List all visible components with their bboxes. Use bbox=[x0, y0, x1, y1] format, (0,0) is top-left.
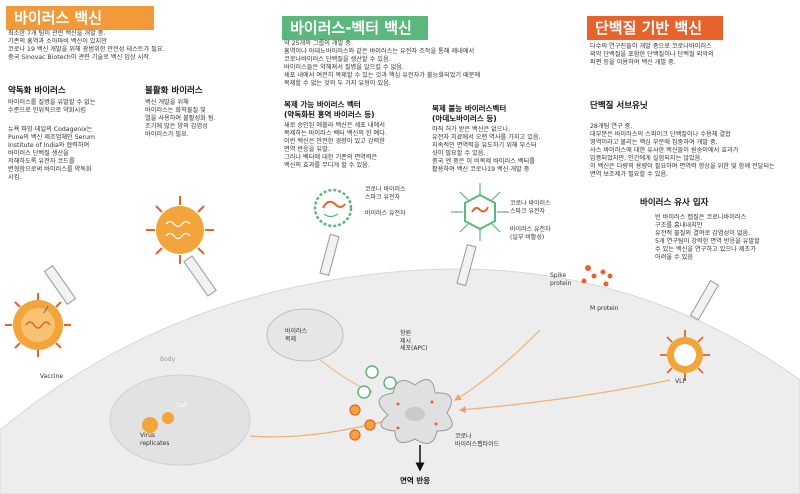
label-virus-replication: 바이러스 복제 bbox=[285, 328, 308, 343]
vector-intro: 약 25개의 그룹이 개발 중. 홍역이나 아데노바이러스와 같은 바이러스는 … bbox=[284, 40, 481, 87]
nonreplicating-desc: 아직 허가 받은 백신은 없으나, 유전자 치료에서 오랜 역사를 가지고 있음… bbox=[432, 126, 541, 173]
subunit-desc: 28개팀 연구 중. 대부분은 바이러스의 스파이크 단백질이나 수용체 결합 … bbox=[590, 123, 775, 178]
vlp-title: 바이러스 유사 입자 bbox=[640, 198, 709, 208]
header-protein-vaccine: 단백질 기반 백신 bbox=[587, 16, 723, 40]
label-spike-gene-2: 코로나 바이러스 스파크 유전자 bbox=[510, 200, 551, 215]
subunit-title: 단백질 서브유닛 bbox=[590, 101, 648, 111]
header-virus-vaccine: 바이러스 백신 bbox=[6, 6, 154, 30]
label-immune-response: 면역 반응 bbox=[400, 476, 431, 485]
label-virus-replicates: Virus replicates bbox=[140, 432, 170, 447]
inactivated-desc: 백신 개발을 위해 바이러스는 화학물질 및 열을 사용하여 불활성화 됨. 조… bbox=[145, 99, 216, 138]
label-vlp: VLP bbox=[675, 378, 687, 385]
nonreplicating-title: 복제 불능 바이러스벡터 bbox=[432, 104, 507, 113]
label-corona-peptide: 코로나 바이러스펩타이드 bbox=[455, 433, 500, 448]
nonreplicating-subtitle: (아데노바이러스 등) bbox=[432, 114, 497, 123]
protein-intro: 다수의 연구진들이 개발 중으로 코로나바이러스 외막 단백질을 포함한 단백질… bbox=[590, 43, 714, 66]
label-cell: Cell bbox=[176, 402, 188, 409]
replicating-title: 복제 가능 바이러스 벡터 bbox=[284, 100, 361, 109]
label-vaccine: Vaccine bbox=[40, 373, 64, 380]
attenuated-note: 뉴욕 파밍 데일의 Codagenix는 Pune의 백신 제조업체인 Seru… bbox=[8, 126, 95, 181]
label-virus-gene: 바이러스 유전자 bbox=[365, 210, 406, 217]
vlp-desc: 빈 바이러스 캡질은 코로나바이러스 구조를 흉내내지만 유전적 물질의 결여로… bbox=[655, 214, 760, 261]
label-spike-protein: Spike protein bbox=[550, 272, 572, 287]
label-spike-gene: 코로나 바이러스 스파크 유전자 bbox=[365, 186, 406, 201]
inactivated-title: 불활화 바이러스 bbox=[145, 86, 203, 96]
header-vector-vaccine: 바이러스-벡터 백신 bbox=[282, 16, 428, 40]
attenuated-title: 약독화 바이러스 bbox=[8, 86, 66, 96]
replicating-desc: 새로 승인된 에볼라 백신은 세포 내에서 복제하는 바이러스 벡터 백신의 한… bbox=[284, 122, 387, 169]
virus-intro: 최소한 7개 팀이 관련 백신을 개발 중. 기존의 홍역과 소아마비 백신이 … bbox=[8, 30, 165, 61]
label-body: Body bbox=[160, 356, 176, 363]
label-m-protein: M protein bbox=[590, 305, 619, 312]
replicating-subtitle: (약독화된 홍역 바이러스 등) bbox=[284, 110, 375, 119]
label-apc: 항원 제시 세포(APC) bbox=[400, 330, 428, 352]
attenuated-desc: 바이러스를 질병을 유발할 수 없는 수준으로 인위적으로 약화시킴 bbox=[8, 99, 96, 114]
label-virus-gene-partial: 바이러스 유전자 (일부 비활성) bbox=[510, 226, 551, 241]
